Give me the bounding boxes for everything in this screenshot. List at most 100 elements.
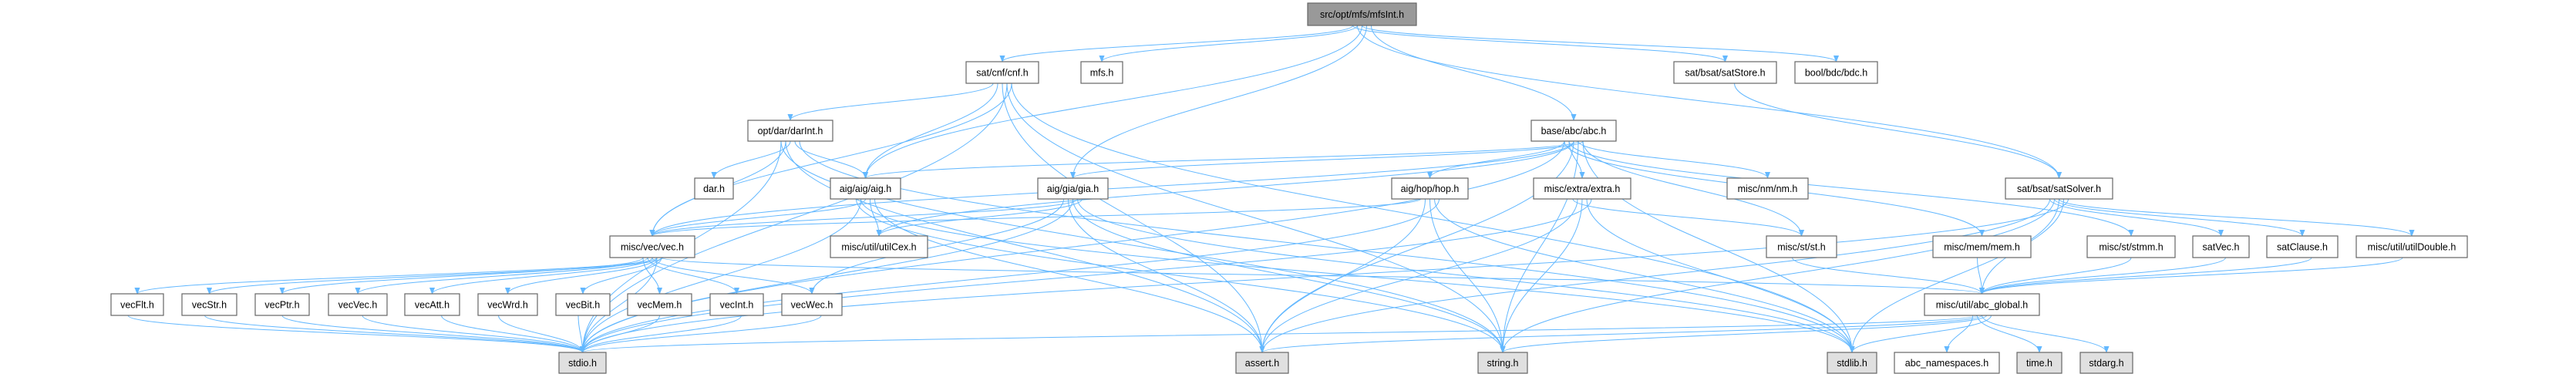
node-abc-namespaces[interactable]: abc_namespaces.h (1894, 352, 2000, 374)
edge-vec-to-vecVec (355, 257, 648, 295)
edge-satSolver-to-utilDouble (2059, 198, 2415, 237)
edge-mfsInt-to-satSolver (1357, 25, 2062, 179)
edge-vecPtr-to-stdio (281, 315, 585, 353)
node-label: opt/dar/darInt.h (758, 126, 823, 136)
node-box (2016, 352, 2062, 374)
node-label: stdlib.h (1837, 358, 1867, 369)
node-box (781, 293, 843, 316)
edge-extra-to-stdio (580, 198, 1592, 353)
node-gia[interactable]: aig/gia/gia.h (1037, 177, 1109, 200)
edge-mfsInt-to-aig (862, 25, 1362, 179)
edge-gia-to-stdio (579, 198, 1073, 353)
edge-abc-to-stmm (1568, 140, 2134, 237)
node-label: misc/extra/extra.h (1544, 184, 1621, 194)
edge-mfsInt-to-gia (1069, 25, 1367, 179)
node-vecPtr[interactable]: vecPtr.h (254, 293, 310, 316)
node-stmm[interactable]: misc/st/stmm.h (2086, 235, 2176, 258)
node-box (1673, 61, 1777, 84)
node-label: vecWec.h (791, 300, 833, 311)
edge-mem-to-abc_global (1977, 257, 1985, 295)
node-stdio: stdio.h (558, 352, 607, 374)
edge-abc_global-to-abc_namespaces (1944, 315, 1973, 353)
node-satSolver[interactable]: sat/bsat/satSolver.h (2005, 177, 2113, 200)
edge-abc-to-vec (649, 140, 1574, 237)
node-box (1794, 61, 1878, 84)
node-abc-global[interactable]: misc/util/abc_global.h (1924, 293, 2040, 316)
node-label: aig/hop/hop.h (1401, 184, 1460, 194)
edge-satSolver-to-assert (1259, 198, 2050, 353)
edge-mfsInt-to-bdc (1362, 25, 1839, 62)
node-mfs[interactable]: mfs.h (1080, 61, 1123, 84)
node-vecBit[interactable]: vecBit.h (555, 293, 611, 316)
node-box (1080, 61, 1123, 84)
edge-vecStr-to-stdio (204, 315, 585, 353)
node-label: aig/aig/aig.h (840, 184, 891, 194)
node-box (477, 293, 538, 316)
node-st[interactable]: misc/st/st.h (1766, 235, 1837, 258)
edge-vec-to-vecMem (642, 257, 663, 295)
edge-abc_global-to-stdio (580, 315, 1978, 353)
node-cnf[interactable]: sat/cnf/cnf.h (965, 61, 1039, 84)
edge-vecWec-to-stdio (580, 315, 822, 353)
node-label: vecAtt.h (415, 300, 450, 311)
node-vecWrd[interactable]: vecWrd.h (477, 293, 538, 316)
node-vecMem[interactable]: vecMem.h (627, 293, 692, 316)
node-darInt[interactable]: opt/dar/darInt.h (747, 120, 833, 142)
node-box (555, 293, 611, 316)
node-vecFlt[interactable]: vecFlt.h (110, 293, 164, 316)
edge-extra-to-string (1500, 198, 1583, 353)
node-label: vecBit.h (566, 300, 601, 311)
node-vecVec[interactable]: vecVec.h (328, 293, 388, 316)
node-utilDouble[interactable]: misc/util/utilDouble.h (2355, 235, 2468, 258)
edge-extra-to-st (1572, 198, 1804, 237)
node-vecWec[interactable]: vecWec.h (781, 293, 843, 316)
node-box (181, 293, 237, 316)
node-box (404, 293, 460, 316)
node-bdc[interactable]: bool/bdc/bdc.h (1794, 61, 1878, 84)
edge-aig-to-stdlib (860, 198, 1855, 353)
node-satStore[interactable]: sat/bsat/satStore.h (1673, 61, 1777, 84)
edge-vec-to-vecFlt (134, 257, 658, 295)
edge-cnf-to-assert (1002, 83, 1265, 353)
node-dar[interactable]: dar.h (694, 177, 734, 200)
node-vecAtt[interactable]: vecAtt.h (404, 293, 460, 316)
edge-abc_global-to-string (1500, 315, 1987, 353)
node-label: misc/st/st.h (1777, 242, 1826, 253)
node-mem[interactable]: misc/mem/mem.h (1932, 235, 2032, 258)
node-vecInt[interactable]: vecInt.h (709, 293, 764, 316)
node-hop[interactable]: aig/hop/hop.h (1391, 177, 1469, 200)
edge-vecVec-to-stdio (362, 315, 585, 353)
edge-vecFlt-to-stdio (127, 315, 585, 353)
node-abc[interactable]: base/abc/abc.h (1530, 120, 1617, 142)
node-utilCex[interactable]: misc/util/utilCex.h (830, 235, 928, 258)
edge-abc-to-utilCex (876, 140, 1574, 237)
edge-vec-to-vecPtr (279, 257, 644, 295)
node-satClause[interactable]: satClause.h (2266, 235, 2339, 258)
node-vecStr[interactable]: vecStr.h (181, 293, 237, 316)
edge-abc-to-hop (1426, 140, 1565, 179)
node-label: satClause.h (2277, 242, 2328, 253)
node-nm[interactable]: misc/nm/nm.h (1726, 177, 1809, 200)
node-assert: assert.h (1235, 352, 1289, 374)
edge-mfsInt-to-abc (1371, 25, 1577, 121)
edge-abc-to-gia (1070, 140, 1584, 179)
node-aig[interactable]: aig/aig/aig.h (830, 177, 901, 200)
edge-abc-to-string (1500, 140, 1579, 353)
node-box (110, 293, 164, 316)
edge-abc-to-stdlib (1582, 140, 1855, 353)
edge-abc_global-to-time (1977, 315, 2042, 353)
node-label: stdarg.h (2089, 358, 2123, 369)
node-box (1924, 293, 2040, 316)
node-extra[interactable]: misc/extra/extra.h (1533, 177, 1631, 200)
edge-vecAtt-to-stdio (441, 315, 586, 353)
node-box (558, 352, 607, 374)
node-label: misc/st/stmm.h (2099, 242, 2163, 253)
node-vec[interactable]: misc/vec/vec.h (609, 235, 695, 258)
node-box (328, 293, 388, 316)
edge-mfsInt-to-mfs (1099, 25, 1358, 62)
node-label: dar.h (703, 184, 725, 194)
node-label: mfs.h (1090, 68, 1114, 79)
node-satVec[interactable]: satVec.h (2192, 235, 2250, 258)
node-box (1726, 177, 1809, 200)
